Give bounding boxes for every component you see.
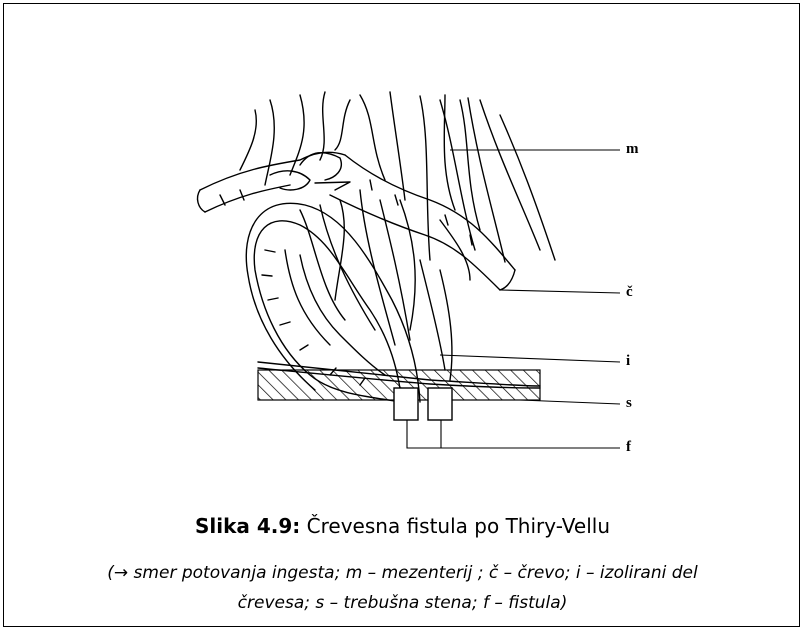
figure-caption: Slika 4.9: Črevesna fistula po Thiry-Vel… [0,514,805,538]
label-m: m [626,141,639,158]
label-i: i [626,353,630,370]
label-c: č [626,284,633,301]
fistula-drawing [0,0,805,500]
leader-s [520,400,620,404]
caption-text: Črevesna fistula po Thiry-Vellu [300,514,610,538]
note-line-2: črevesa; s – trebušna stena; f – fistula… [0,588,805,618]
note-line-1: (→ smer potovanja ingesta; m – mezenteri… [0,558,805,588]
caption-prefix: Slika 4.9: [195,514,300,538]
leader-i [440,355,620,362]
mesentery-strands [240,92,555,380]
leader-c [500,290,620,293]
leader-f [407,420,620,448]
intestine-tube [198,152,515,290]
figure-legend-note: (→ smer potovanja ingesta; m – mezenteri… [0,558,805,618]
label-s: s [626,395,632,412]
label-f: f [626,439,631,456]
